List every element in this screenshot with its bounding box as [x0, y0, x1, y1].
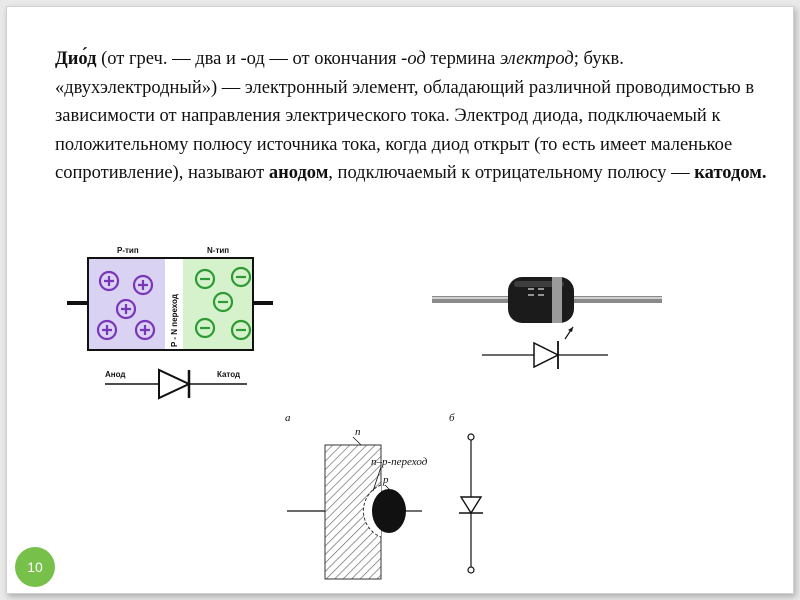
text-electrode: электрод	[499, 49, 574, 69]
label-b: б	[449, 412, 455, 424]
lead-left	[432, 296, 512, 303]
text-part-2: термина	[425, 49, 500, 69]
junction-cross-section: а n n–p-переход p	[285, 412, 428, 580]
p-pellet	[372, 489, 406, 533]
n-type-label: N-тип	[207, 246, 229, 255]
cathode-band	[552, 277, 562, 323]
electron	[212, 291, 234, 313]
page-number-badge: 10	[15, 547, 55, 587]
vertical-diode-symbol: б	[449, 412, 483, 574]
crystal-outline	[87, 257, 254, 351]
lead-right	[572, 296, 662, 303]
text-part-1: (от греч. — два и -од — от окончания -	[96, 49, 408, 69]
electrons	[194, 266, 252, 341]
label-n: n	[355, 426, 361, 438]
electron	[230, 319, 252, 341]
top-terminal	[467, 433, 475, 441]
vertical-symbol-triangle	[459, 496, 483, 515]
hole	[115, 298, 137, 320]
bottom-terminal	[467, 566, 475, 574]
holes	[96, 270, 156, 341]
electron	[194, 317, 216, 339]
n-region	[183, 258, 253, 350]
label-p: p	[382, 474, 389, 486]
label-junction: n–p-переход	[371, 456, 428, 468]
diode-photo	[432, 277, 662, 369]
junction-label: P - N переход	[170, 294, 179, 347]
term-cathode: катодом.	[694, 163, 767, 184]
term-anode: анодом	[268, 163, 329, 184]
photo-symbol-triangle	[533, 341, 560, 369]
cathode-label: Катод	[217, 370, 240, 379]
hole	[98, 270, 120, 292]
anode-label: Анод	[105, 370, 125, 379]
electron	[194, 268, 216, 290]
hole	[132, 274, 154, 296]
hole	[134, 319, 156, 341]
label-a: а	[285, 412, 291, 424]
diode-symbol-triangle	[158, 368, 192, 400]
electron	[230, 266, 252, 288]
text-part-3: ; букв. «двухэлектродный») — электронный…	[55, 49, 755, 184]
hole	[96, 319, 118, 341]
p-type-label: P-тип	[117, 246, 139, 255]
pn-junction-diagram: P-тип N-тип P - N переход Анод Катод	[67, 246, 273, 400]
junction-region	[165, 258, 183, 350]
definition-paragraph: Дио́д (от греч. — два и -од — от окончан…	[55, 45, 775, 188]
text-od: од	[407, 49, 426, 69]
text-part-4: , подключаемый к отрицательному полюсу —	[328, 163, 695, 184]
slide: Дио́д (от греч. — два и -од — от окончан…	[6, 6, 794, 594]
term-diode: Дио́д	[55, 49, 97, 69]
